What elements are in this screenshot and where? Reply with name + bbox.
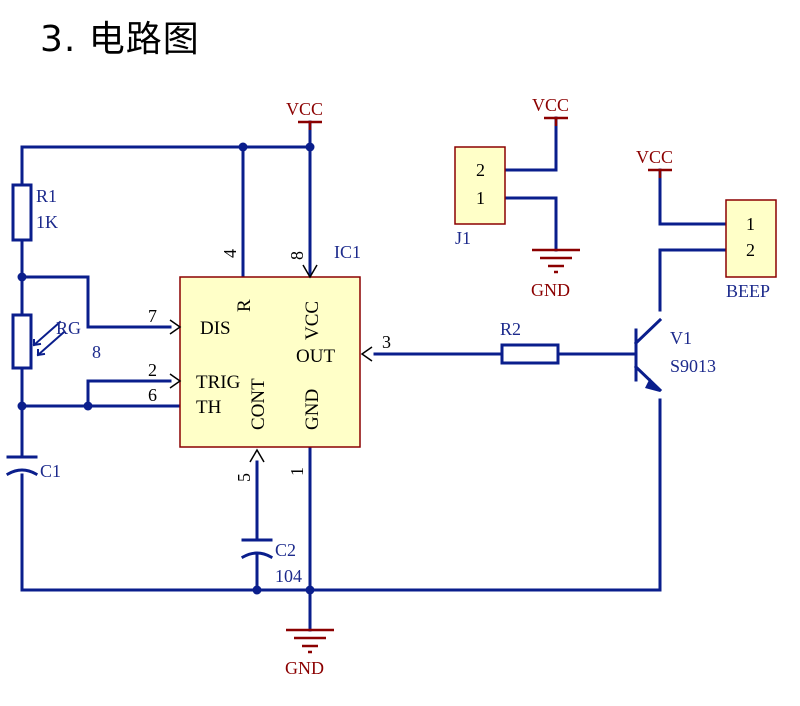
svg-text:GND: GND: [531, 280, 570, 300]
svg-text:1: 1: [746, 214, 755, 234]
svg-text:R2: R2: [500, 319, 521, 339]
connector-j1: 2 1 J1: [454, 146, 506, 248]
capacitor-c1: C1: [5, 455, 61, 481]
svg-text:VCC: VCC: [302, 301, 323, 340]
svg-text:R: R: [234, 299, 255, 312]
svg-text:2: 2: [148, 360, 157, 380]
svg-text:1: 1: [287, 467, 307, 476]
svg-text:V1: V1: [670, 328, 692, 348]
svg-text:4: 4: [220, 249, 240, 258]
gnd-symbol-ic: GND: [285, 628, 334, 678]
svg-text:TRIG: TRIG: [196, 372, 241, 393]
svg-text:2: 2: [476, 160, 485, 180]
wires: [20, 116, 728, 632]
ic1-555-timer: IC1 DIS TRIG TH OUT R VCC CONT GND 4 8 7…: [148, 242, 391, 482]
svg-text:J1: J1: [455, 228, 471, 248]
vcc-symbol-beep: VCC: [636, 147, 673, 178]
svg-text:1K: 1K: [36, 212, 58, 232]
svg-text:2: 2: [746, 240, 755, 260]
gnd-symbol-j1: GND: [531, 248, 580, 300]
resistor-r1: R1 1K: [11, 183, 58, 242]
vcc-symbol-ic: VCC: [286, 99, 323, 130]
svg-text:DIS: DIS: [200, 318, 231, 339]
svg-text:3: 3: [382, 332, 391, 352]
svg-text:RG: RG: [56, 318, 81, 338]
svg-text:8: 8: [287, 251, 307, 260]
svg-text:GND: GND: [302, 389, 323, 430]
svg-text:CONT: CONT: [248, 378, 269, 430]
junctions: [17, 142, 315, 595]
svg-text:6: 6: [148, 385, 157, 405]
svg-text:R1: R1: [36, 186, 57, 206]
svg-text:1: 1: [476, 188, 485, 208]
page-title: 3. 电路图: [40, 19, 200, 60]
svg-text:C1: C1: [40, 461, 61, 481]
svg-text:VCC: VCC: [286, 99, 323, 119]
svg-text:C2: C2: [275, 540, 296, 560]
svg-text:7: 7: [148, 306, 157, 326]
svg-text:TH: TH: [196, 397, 222, 418]
svg-text:8: 8: [92, 342, 101, 362]
svg-text:BEEP: BEEP: [726, 281, 770, 301]
svg-text:104: 104: [275, 566, 302, 586]
svg-text:IC1: IC1: [334, 242, 361, 262]
svg-text:5: 5: [234, 473, 254, 482]
svg-text:S9013: S9013: [670, 356, 716, 376]
svg-text:VCC: VCC: [636, 147, 673, 167]
svg-text:OUT: OUT: [296, 346, 335, 367]
connector-beep: 1 2 BEEP: [725, 199, 777, 301]
resistor-r2: R2: [500, 319, 560, 365]
photoresistor-rg: RG 8: [11, 313, 101, 370]
svg-text:GND: GND: [285, 658, 324, 678]
capacitor-c2: C2 104: [240, 538, 302, 586]
vcc-symbol-j1: VCC: [532, 95, 569, 126]
transistor-v1: V1 S9013: [633, 317, 716, 393]
svg-text:VCC: VCC: [532, 95, 569, 115]
